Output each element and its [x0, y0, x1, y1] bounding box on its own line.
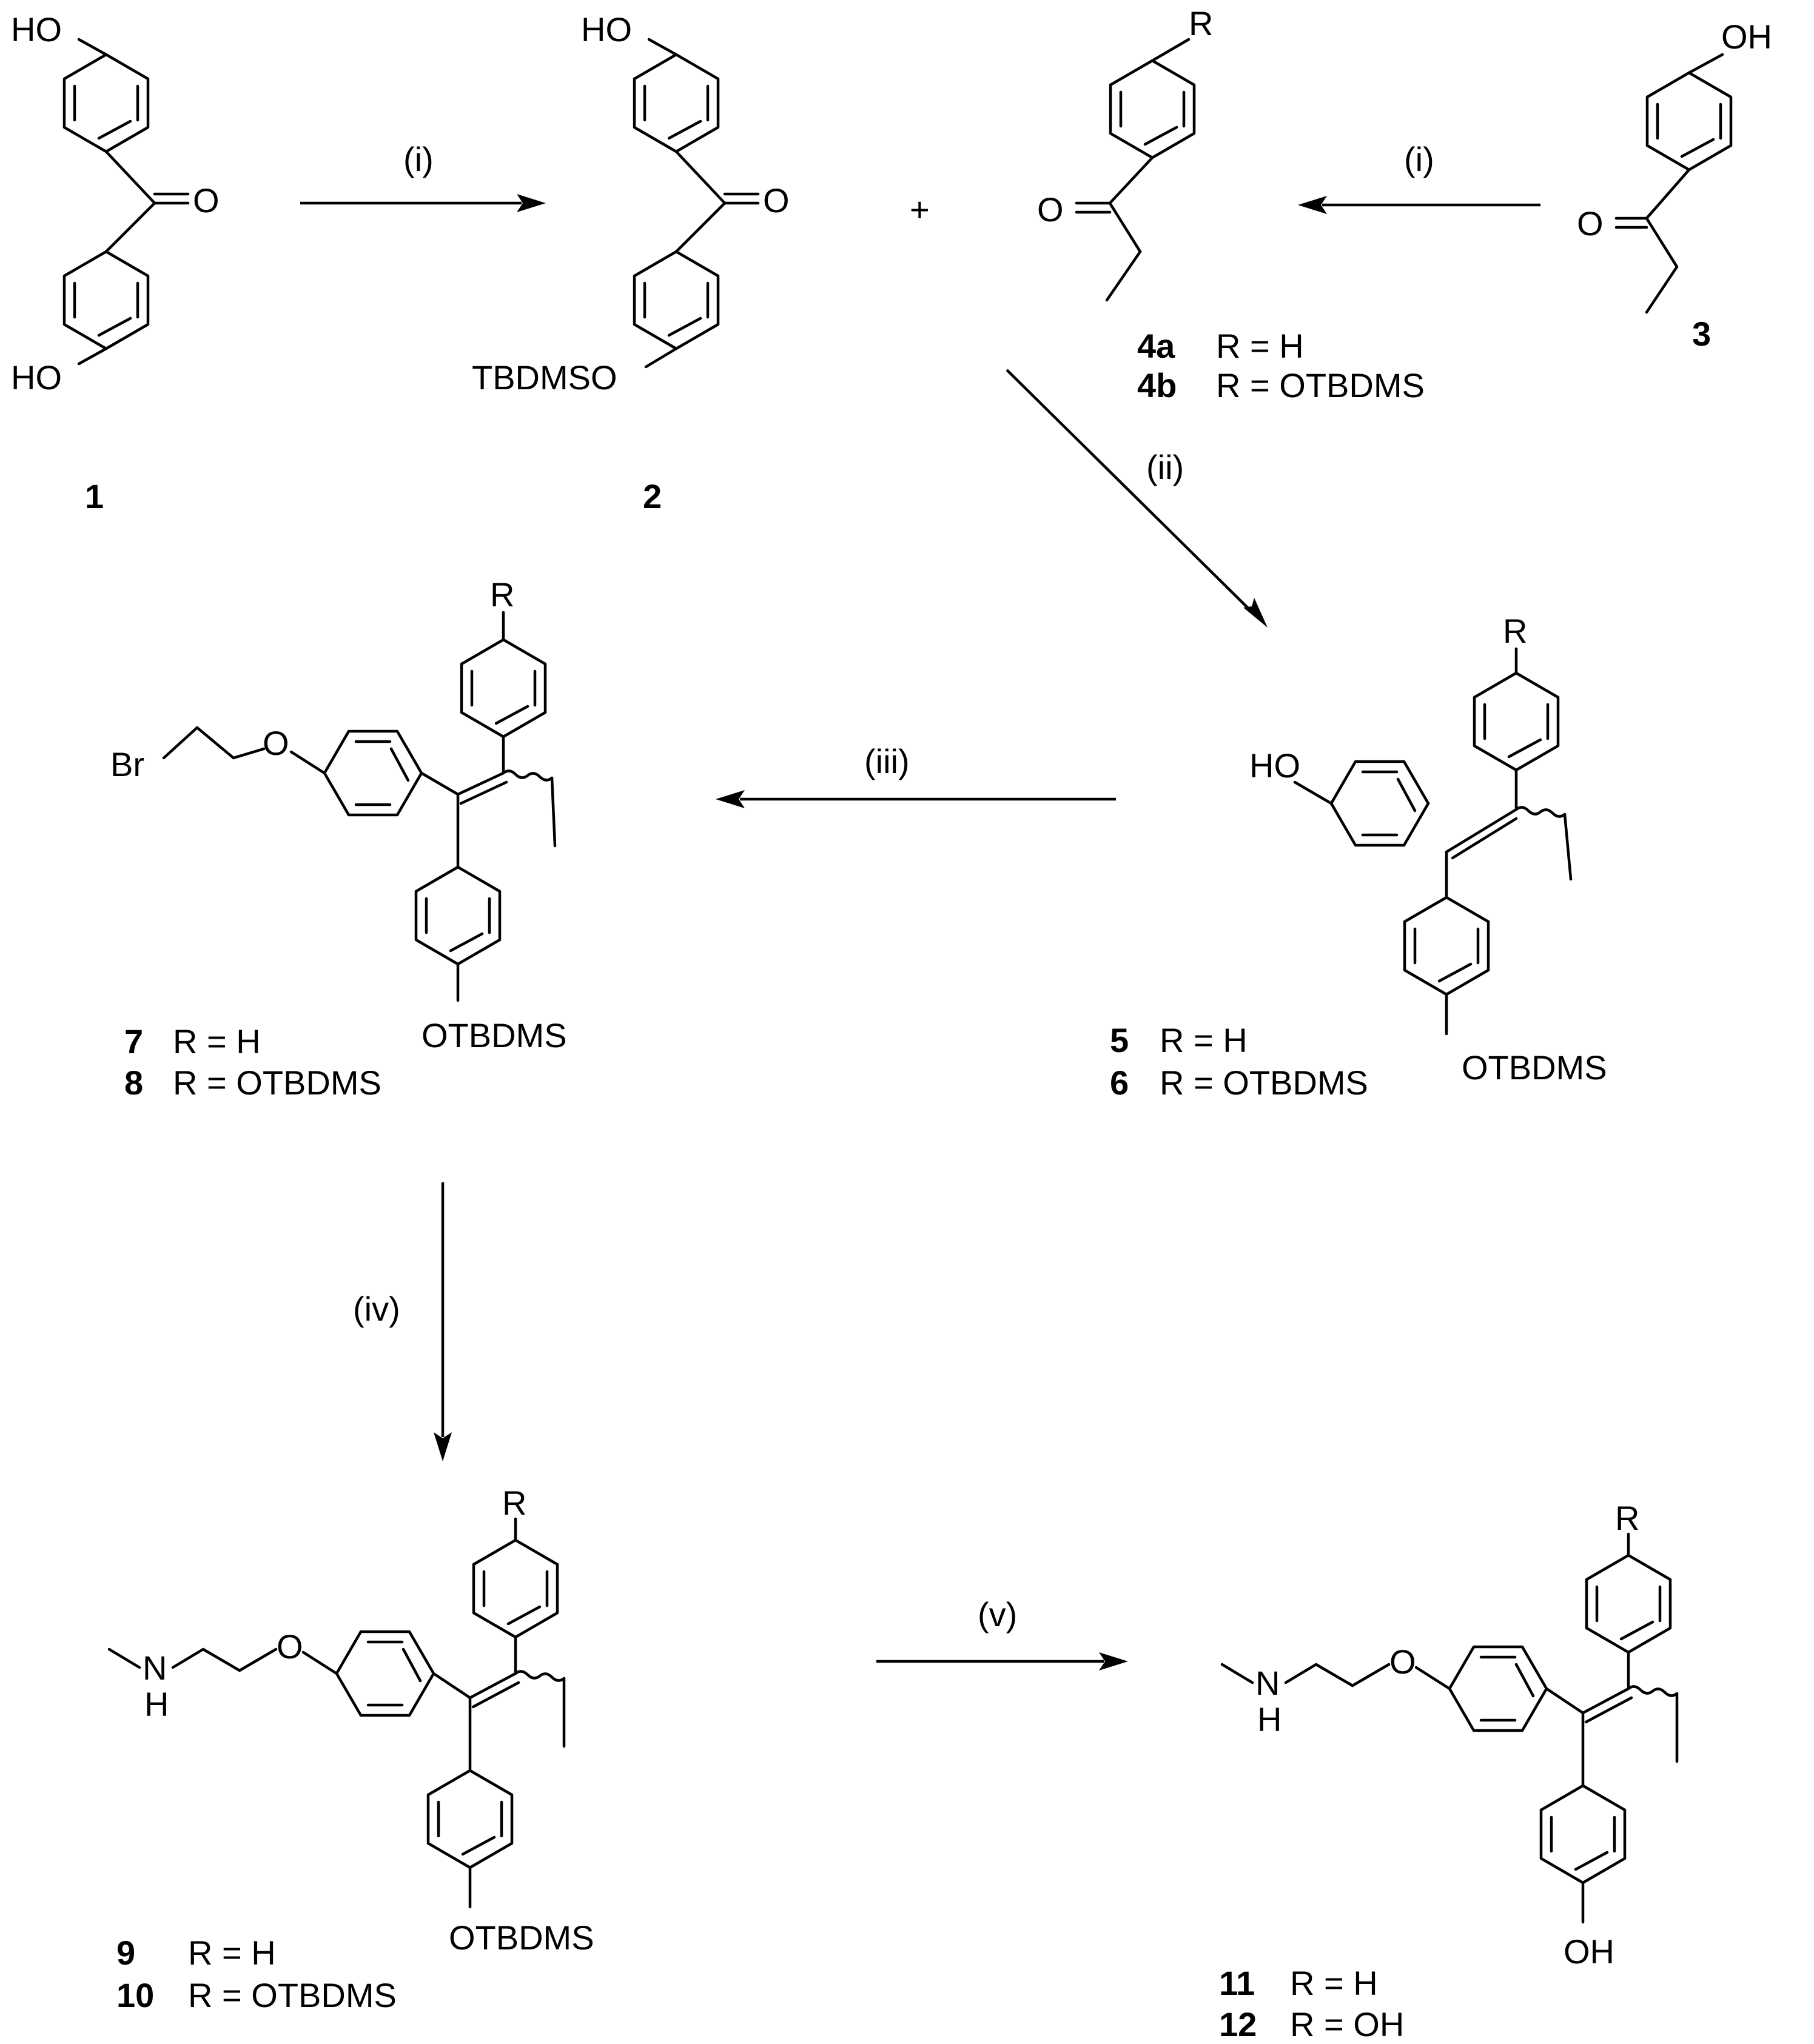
step-iii-label: (iii)	[864, 742, 910, 780]
compound-4a-substituent: R = H	[1216, 327, 1304, 365]
compound-11-12-n: N	[1255, 1664, 1280, 1702]
compound-3-oh: OH	[1721, 18, 1772, 56]
compound-11-number: 11	[1219, 1964, 1255, 2002]
compound-3-carbonyl-o: O	[1577, 204, 1604, 243]
compound-9-number: 9	[116, 1934, 135, 1972]
arrow-step-i-right	[1298, 196, 1540, 214]
compound-4a-number: 4a	[1137, 327, 1175, 365]
compound-5-6-r: R	[1503, 612, 1527, 650]
step-i-label-left: (i)	[403, 140, 434, 178]
compound-1-ho-bottom: HO	[11, 358, 62, 397]
compound-12-substituent: R = OH	[1290, 2005, 1404, 2043]
compound-7-8-r: R	[490, 575, 514, 614]
compound-2-structure	[634, 38, 760, 369]
step-ii-label: (ii)	[1146, 448, 1184, 486]
compound-9-10-ether-o: O	[277, 1627, 303, 1666]
compound-8-substituent: R = OTBDMS	[173, 1064, 381, 1102]
compound-9-10-n: N	[143, 1649, 167, 1687]
compound-10-substituent: R = OTBDMS	[188, 1976, 397, 2014]
compound-7-8-otbdms: OTBDMS	[422, 1016, 567, 1054]
compound-5-6-ho: HO	[1249, 746, 1300, 785]
compound-7-8-structure	[162, 611, 557, 1002]
compound-5-6-otbdms: OTBDMS	[1462, 1048, 1607, 1087]
compound-11-12-nh-h: H	[1257, 1700, 1282, 1738]
compound-10-number: 10	[116, 1976, 154, 2014]
step-iv-label: (iv)	[353, 1290, 400, 1328]
compound-9-10-structure	[107, 1517, 566, 1909]
step-v-label: (v)	[978, 1595, 1017, 1634]
compound-9-10-r: R	[502, 1484, 526, 1522]
arrow-step-iii	[716, 790, 1116, 808]
step-i-label-right: (i)	[1404, 140, 1434, 178]
compound-2-carbonyl-o: O	[763, 181, 790, 219]
compound-3-number: 3	[1692, 315, 1711, 353]
plus-sign: +	[910, 190, 930, 229]
compound-7-substituent: R = H	[173, 1022, 261, 1061]
compound-4-structure	[1075, 38, 1194, 302]
compound-2-tbdmso: TBDMSO	[472, 358, 617, 397]
compound-5-substituent: R = H	[1160, 1021, 1248, 1059]
arrow-step-iv	[434, 1182, 452, 1461]
compound-7-8-br: Br	[110, 745, 144, 783]
compound-1-number: 1	[85, 477, 104, 515]
arrow-step-i-left	[300, 194, 546, 212]
compound-5-number: 5	[1110, 1021, 1129, 1059]
compound-3-structure	[1614, 53, 1731, 314]
compound-7-number: 7	[124, 1022, 143, 1061]
compound-4-carbonyl-o: O	[1037, 190, 1064, 229]
compound-9-10-nh-h: H	[144, 1685, 169, 1723]
compound-11-12-ether-o: O	[1389, 1643, 1416, 1681]
compound-12-number: 12	[1219, 2005, 1257, 2043]
compound-5-6-structure	[1293, 647, 1573, 1036]
compound-4b-substituent: R = OTBDMS	[1216, 366, 1425, 404]
compound-2-ho: HO	[581, 10, 632, 49]
compound-6-number: 6	[1110, 1064, 1129, 1102]
compound-4-r: R	[1189, 4, 1213, 42]
compound-4b-number: 4b	[1137, 366, 1177, 404]
compound-1-carbonyl-o: O	[193, 181, 220, 219]
compound-11-12-structure	[1220, 1532, 1679, 1924]
arrow-step-ii	[1006, 369, 1268, 628]
compound-11-12-r: R	[1615, 1499, 1639, 1537]
compound-7-8-ether-o: O	[263, 724, 289, 762]
compound-9-10-otbdms: OTBDMS	[449, 1918, 594, 1957]
compound-1-ho-top: HO	[11, 10, 62, 49]
compound-11-12-oh: OH	[1564, 1932, 1614, 1971]
compound-8-number: 8	[124, 1064, 143, 1102]
compound-11-substituent: R = H	[1290, 1964, 1378, 2002]
compound-2-number: 2	[643, 477, 662, 515]
compound-1-structure	[64, 38, 190, 366]
compound-9-substituent: R = H	[188, 1934, 276, 1972]
arrow-step-v	[876, 1652, 1128, 1670]
compound-6-substituent: R = OTBDMS	[1160, 1064, 1368, 1102]
